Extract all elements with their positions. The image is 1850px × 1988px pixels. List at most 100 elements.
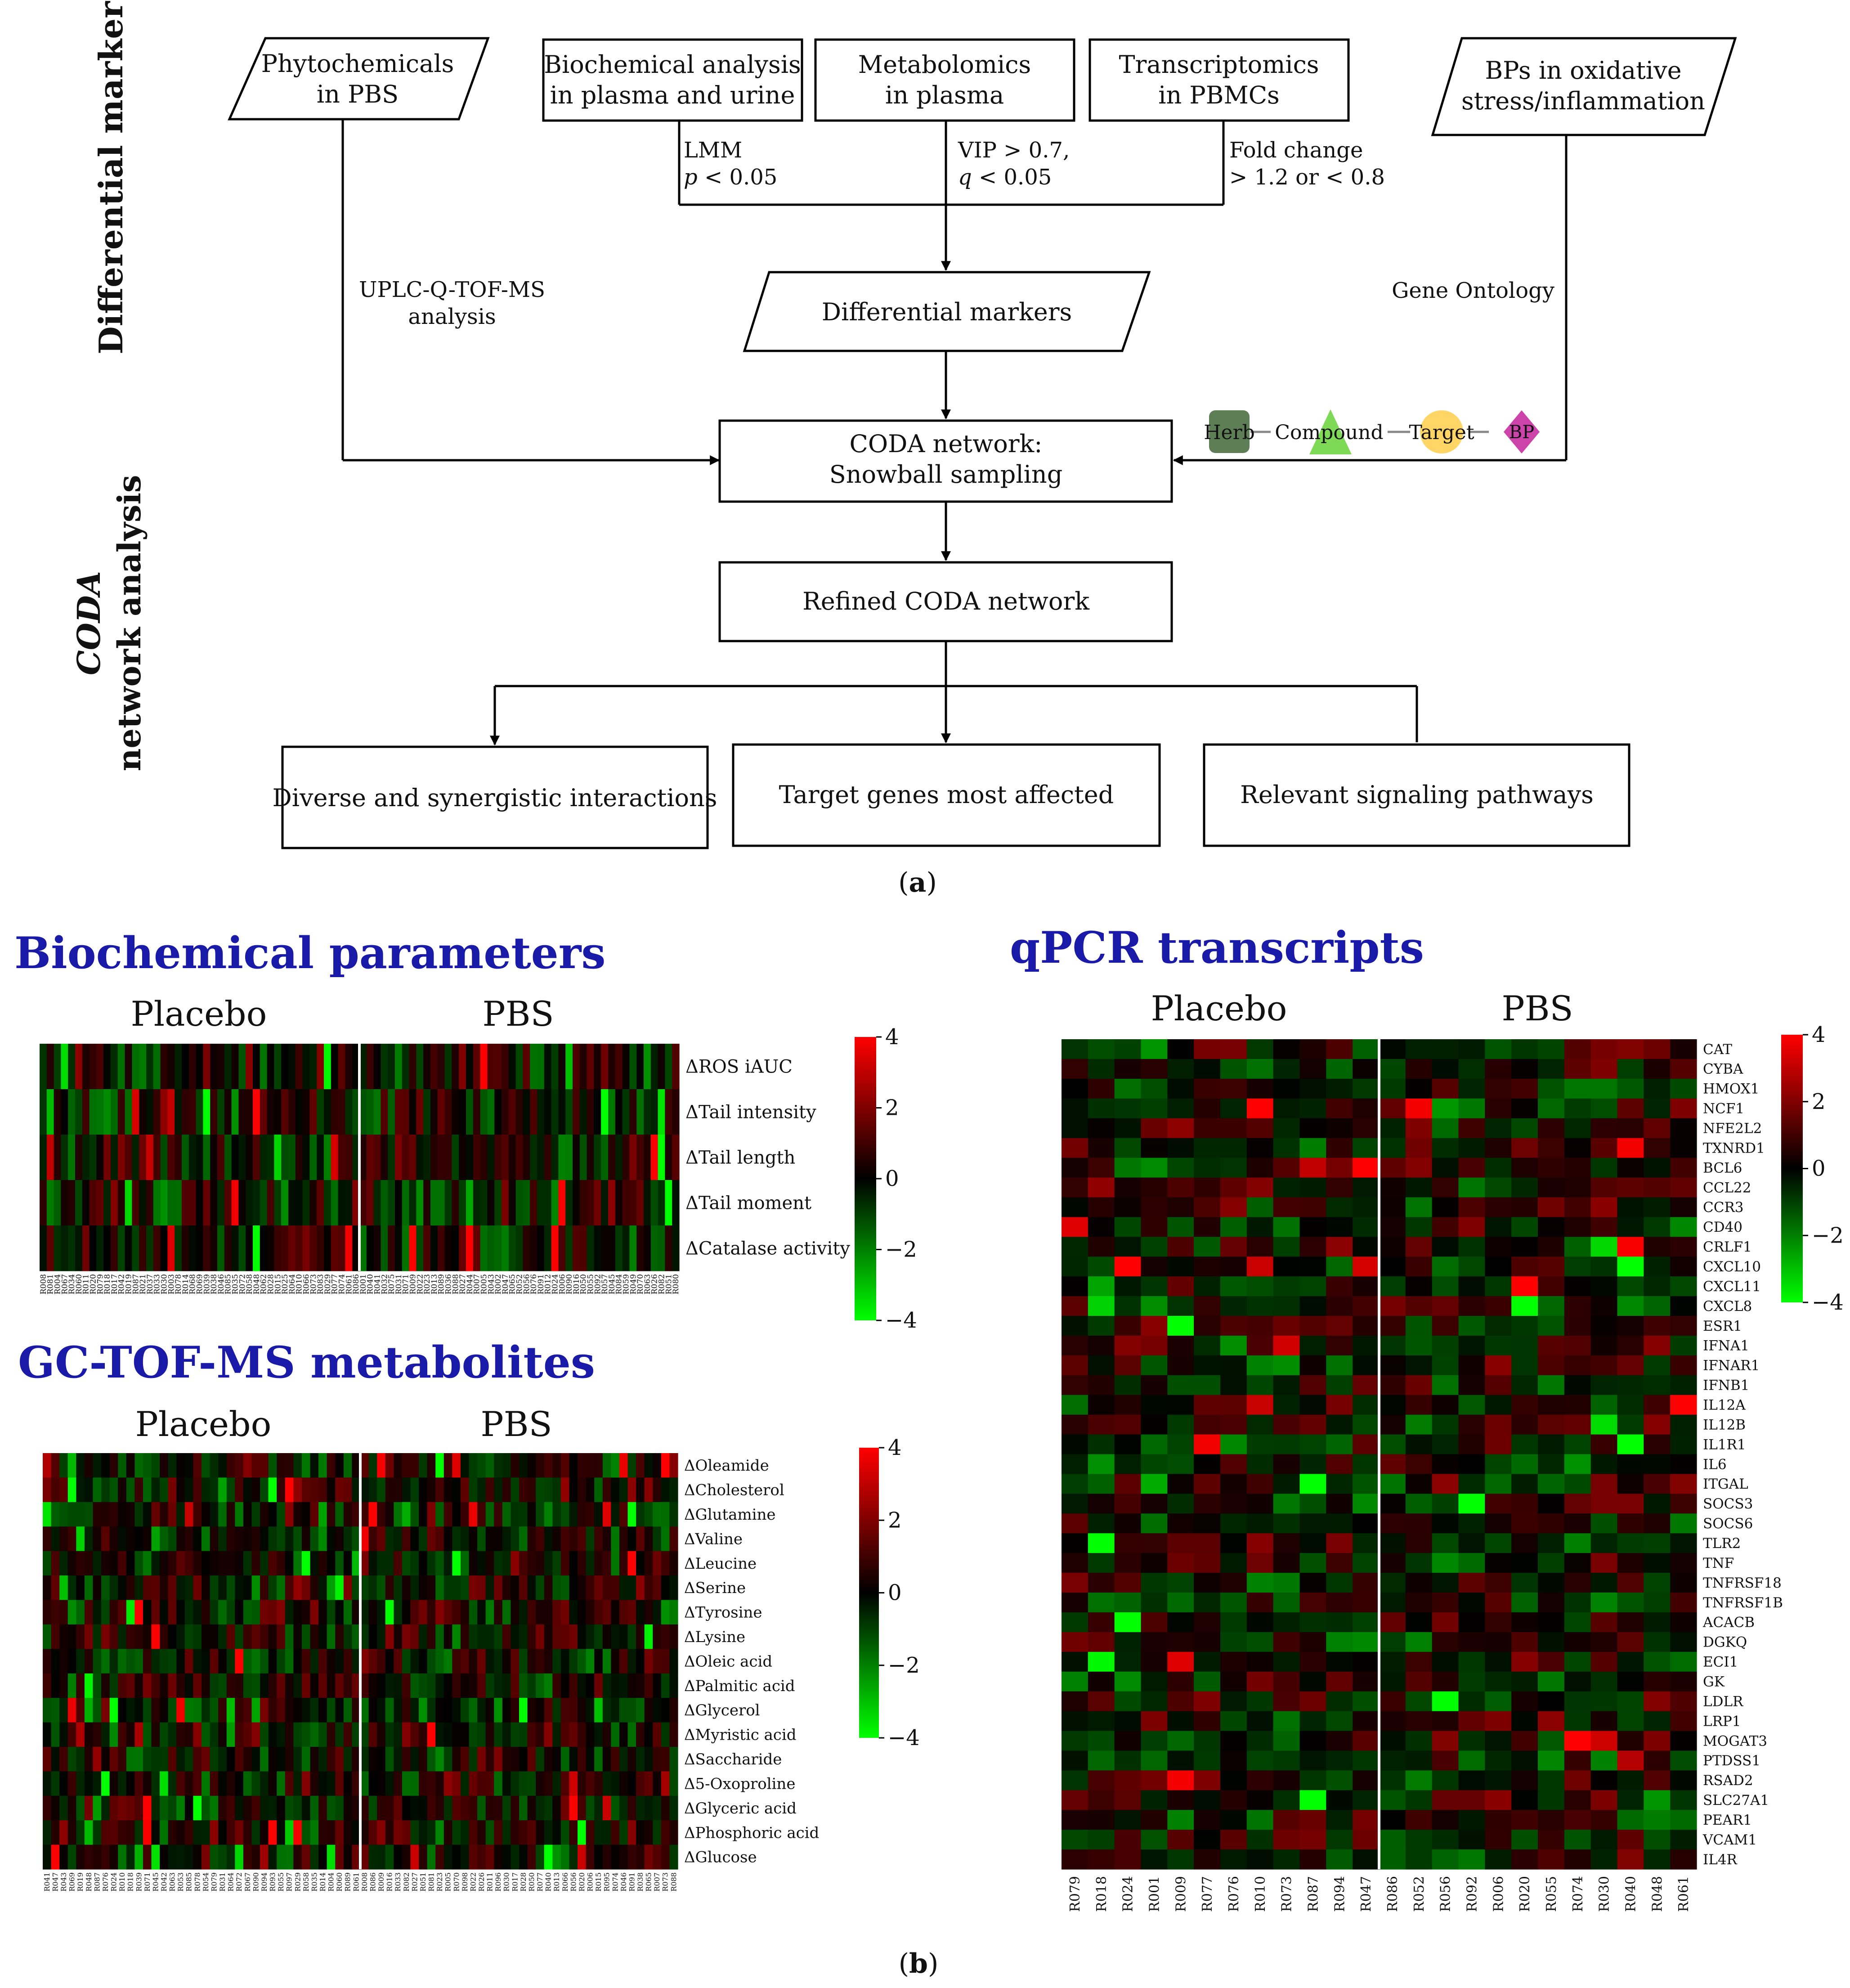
heatmap-cell (578, 1624, 587, 1649)
heatmap-cell (661, 1746, 670, 1772)
heatmap-cell (473, 1180, 481, 1226)
heatmap-cell (443, 1844, 452, 1870)
heatmap-cell (511, 1673, 520, 1698)
heatmap-cell (285, 1477, 294, 1503)
heatmap-cell (151, 1575, 160, 1601)
heatmap-cell (1670, 1494, 1697, 1514)
row-label: ITGAL (1703, 1476, 1748, 1492)
heatmap-cell (544, 1649, 553, 1674)
heatmap-cell (318, 1477, 327, 1503)
heatmap-cell (302, 1044, 310, 1090)
heatmap-cell (410, 1746, 419, 1772)
heatmap-cell (335, 1746, 344, 1772)
heatmap-cell (1538, 1316, 1565, 1336)
heatmap-cell (527, 1795, 536, 1821)
heatmap-cell (430, 1180, 438, 1226)
heatmap-cell (1326, 1750, 1353, 1771)
heatmap-cell (636, 1089, 644, 1135)
heatmap-cell (1617, 1711, 1644, 1732)
heatmap-cell (51, 1722, 60, 1747)
heatmap-cell (1353, 1770, 1380, 1791)
heatmap-cell (1326, 1296, 1353, 1316)
column-label: R058 (302, 1872, 310, 1892)
heatmap-cell (1246, 1059, 1274, 1079)
heatmap-cell (653, 1673, 662, 1698)
heatmap-cell (285, 1649, 294, 1674)
column-label: R058 (245, 1274, 254, 1294)
heatmap-cell (193, 1698, 202, 1723)
heatmap-cell (243, 1771, 252, 1796)
heatmap-cell (1088, 1790, 1115, 1810)
heatmap-cell (40, 1225, 47, 1271)
heatmap-cell (650, 1044, 658, 1090)
heatmap-cell (1379, 1177, 1406, 1198)
heatmap-cell (184, 1771, 194, 1796)
heatmap-cell (1246, 1335, 1274, 1356)
heatmap-cell (569, 1551, 578, 1576)
heatmap-cell (1273, 1810, 1300, 1830)
heatmap-cell (452, 1089, 459, 1135)
bps-label-1: BPs in oxidative (1485, 56, 1681, 85)
heatmap-cell (1220, 1237, 1247, 1257)
heatmap-cell (1353, 1553, 1380, 1573)
heatmap-cell (1088, 1533, 1115, 1553)
heatmap-cell (268, 1722, 277, 1747)
heatmap-cell (1167, 1316, 1194, 1336)
heatmap-cell (1458, 1513, 1485, 1534)
heatmap-cell (1114, 1593, 1142, 1613)
heatmap-cell (118, 1575, 127, 1601)
heatmap-cell (1485, 1276, 1512, 1297)
heatmap-cell (658, 1089, 665, 1135)
heatmap-cell (394, 1698, 403, 1723)
heatmap-cell (1273, 1434, 1300, 1455)
heatmap-cell (519, 1771, 528, 1796)
heatmap-cell (1538, 1830, 1565, 1850)
column-label: R067 (243, 1872, 252, 1892)
heatmap-cell (168, 1771, 177, 1796)
heatmap-cell (251, 1600, 260, 1625)
heatmap-cell (1088, 1257, 1115, 1277)
heatmap-cell (519, 1820, 528, 1845)
heatmap-cell (1670, 1651, 1697, 1672)
heatmap-cell (1167, 1138, 1194, 1158)
heatmap-cell (511, 1575, 520, 1601)
heatmap-cell (544, 1225, 552, 1271)
heatmap-cell (460, 1746, 470, 1772)
legend-bp-label: BP (1509, 422, 1534, 443)
heatmap-cell (243, 1820, 252, 1845)
heatmap-cell (569, 1746, 578, 1772)
heatmap-cell (419, 1526, 428, 1552)
heatmap-cell (109, 1820, 118, 1845)
heatmap-cell (594, 1551, 603, 1576)
heatmap-cell (93, 1453, 102, 1478)
heatmap-cell (594, 1771, 603, 1796)
heatmap-cell (274, 1180, 282, 1226)
heatmap-cell (360, 1526, 369, 1552)
heatmap-cell (409, 1225, 417, 1271)
heatmap-cell (1114, 1494, 1142, 1514)
colorbar-tick-label: −4 (1812, 1290, 1844, 1315)
row-label: ΔSaccharide (684, 1750, 782, 1768)
heatmap-cell (160, 1477, 169, 1503)
heatmap-cell (644, 1771, 653, 1796)
column-label: R055 (277, 1872, 285, 1892)
heatmap-cell (1405, 1810, 1433, 1830)
heatmap-cell (1485, 1217, 1512, 1237)
heatmap-cell (160, 1225, 168, 1271)
heatmap-cell (502, 1722, 511, 1747)
heatmap-cell (288, 1044, 296, 1090)
heatmap-cell (394, 1673, 403, 1698)
heatmap-cell (629, 1180, 637, 1226)
heatmap-cell (285, 1453, 294, 1478)
heatmap-cell (1062, 1355, 1088, 1376)
heatmap-cell (293, 1600, 302, 1625)
heatmap-cell (1141, 1276, 1168, 1297)
heatmap-cell (40, 1135, 47, 1180)
heatmap-cell (160, 1575, 169, 1601)
heatmap-cell (1432, 1593, 1459, 1613)
column-label: R073 (309, 1274, 318, 1294)
heatmap-cell (1062, 1059, 1088, 1079)
heatmap-cell (558, 1135, 566, 1180)
heatmap-cell (125, 1044, 132, 1090)
heatmap-cell (1246, 1770, 1274, 1791)
